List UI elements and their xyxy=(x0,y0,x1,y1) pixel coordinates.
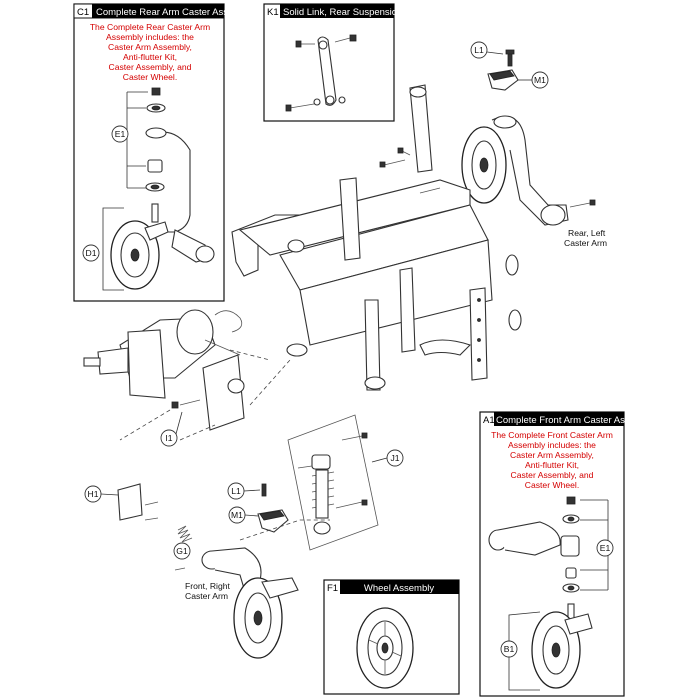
svg-text:Anti-flutter Kit,: Anti-flutter Kit, xyxy=(525,460,579,470)
h1-bracket: H1 xyxy=(84,483,159,521)
svg-text:L1: L1 xyxy=(231,486,241,496)
panel-a1-id: A1 xyxy=(483,415,495,426)
panel-a1: A1 Complete Front Arm Caster Assy The Co… xyxy=(479,411,635,697)
callout-e1-front: E1 xyxy=(596,539,614,557)
washer-icon xyxy=(146,103,166,113)
panel-c1: C1 Complete Rear Arm Caster Assy The Com… xyxy=(73,3,233,302)
callout-i1: I1 xyxy=(160,429,178,447)
callout-l1-top: L1 xyxy=(470,41,488,59)
svg-text:The Complete Rear Caster Arm: The Complete Rear Caster Arm xyxy=(90,22,210,32)
svg-text:M1: M1 xyxy=(231,510,243,520)
anti-flutter-mid: L1 M1 xyxy=(227,482,289,533)
front-right-caster: Front, Right Caster Arm xyxy=(185,519,330,659)
callout-j1: J1 xyxy=(386,449,404,467)
callout-m1-top: M1 xyxy=(531,71,549,89)
panel-f1-id: F1 xyxy=(327,583,338,594)
motor-icon xyxy=(83,309,243,399)
svg-text:Caster Assembly, and: Caster Assembly, and xyxy=(109,62,192,72)
panel-f1: F1 Wheel Assembly xyxy=(323,579,460,695)
panel-k1-id: K1 xyxy=(267,7,279,18)
callout-e1-rear: E1 xyxy=(111,125,129,143)
caster-arm-icon xyxy=(145,127,215,263)
shock-panel: J1 xyxy=(287,414,404,551)
svg-text:L1: L1 xyxy=(474,45,484,55)
svg-text:The Complete Front Caster Arm: The Complete Front Caster Arm xyxy=(491,430,613,440)
wheel-icon xyxy=(531,611,593,689)
bolt-icon xyxy=(285,34,357,112)
panel-c1-title: Complete Rear Arm Caster Assy xyxy=(96,7,233,18)
svg-text:Caster Arm: Caster Arm xyxy=(564,238,607,248)
svg-text:D1: D1 xyxy=(86,248,97,258)
wheelchair-frame xyxy=(231,84,522,391)
svg-text:Caster Wheel.: Caster Wheel. xyxy=(525,480,579,490)
anti-flutter-top: L1 M1 xyxy=(470,41,549,91)
svg-text:Anti-flutter Kit,: Anti-flutter Kit, xyxy=(123,52,177,62)
svg-text:M1: M1 xyxy=(534,75,546,85)
panel-k1-title: Solid Link, Rear Suspension xyxy=(283,7,402,18)
svg-text:I1: I1 xyxy=(165,433,172,443)
callout-g1: G1 xyxy=(173,542,191,560)
callout-h1: H1 xyxy=(84,485,102,503)
svg-text:Caster Wheel.: Caster Wheel. xyxy=(123,72,177,82)
svg-text:Caster Arm: Caster Arm xyxy=(185,591,228,601)
svg-text:Caster Arm Assembly,: Caster Arm Assembly, xyxy=(108,42,192,52)
svg-text:E1: E1 xyxy=(115,129,126,139)
bolt-icon xyxy=(151,87,161,96)
label-front-right-arm: Front, Right xyxy=(185,581,231,591)
svg-text:Caster Arm Assembly,: Caster Arm Assembly, xyxy=(510,450,594,460)
svg-text:G1: G1 xyxy=(176,546,188,556)
callout-b1: B1 xyxy=(500,640,518,658)
solid-link-icon xyxy=(317,36,337,106)
svg-text:B1: B1 xyxy=(504,644,515,654)
svg-text:Caster Assembly, and: Caster Assembly, and xyxy=(511,470,594,480)
svg-text:J1: J1 xyxy=(390,453,399,463)
panel-a1-description: The Complete Front Caster Arm Assembly i… xyxy=(491,430,613,490)
wheel-icon xyxy=(110,220,169,290)
rear-left-caster: Rear, Left Caster Arm xyxy=(461,115,607,248)
panel-c1-id: C1 xyxy=(77,7,89,18)
svg-text:H1: H1 xyxy=(88,489,99,499)
panel-f1-title: Wheel Assembly xyxy=(364,583,434,594)
svg-text:E1: E1 xyxy=(600,543,611,553)
callout-d1: D1 xyxy=(82,244,100,262)
svg-text:Assembly includes: the: Assembly includes: the xyxy=(106,32,194,42)
shock-absorber-icon xyxy=(311,454,335,535)
panel-c1-description: The Complete Rear Caster Arm Assembly in… xyxy=(90,22,210,82)
callout-l1-mid: L1 xyxy=(227,482,245,500)
label-rear-left-arm: Rear, Left xyxy=(568,228,606,238)
bracket-icon: I1 xyxy=(119,349,291,447)
wheel-icon xyxy=(356,607,414,689)
caster-arm-icon xyxy=(488,521,580,557)
wheel-icon xyxy=(461,126,507,204)
callout-m1-mid: M1 xyxy=(228,506,246,524)
spring-icon: G1 xyxy=(173,525,193,571)
panel-k1: K1 Solid Link, Rear Suspension xyxy=(263,3,402,122)
svg-text:Assembly includes: the: Assembly includes: the xyxy=(508,440,596,450)
panel-a1-title: Complete Front Arm Caster Assy xyxy=(496,415,635,426)
